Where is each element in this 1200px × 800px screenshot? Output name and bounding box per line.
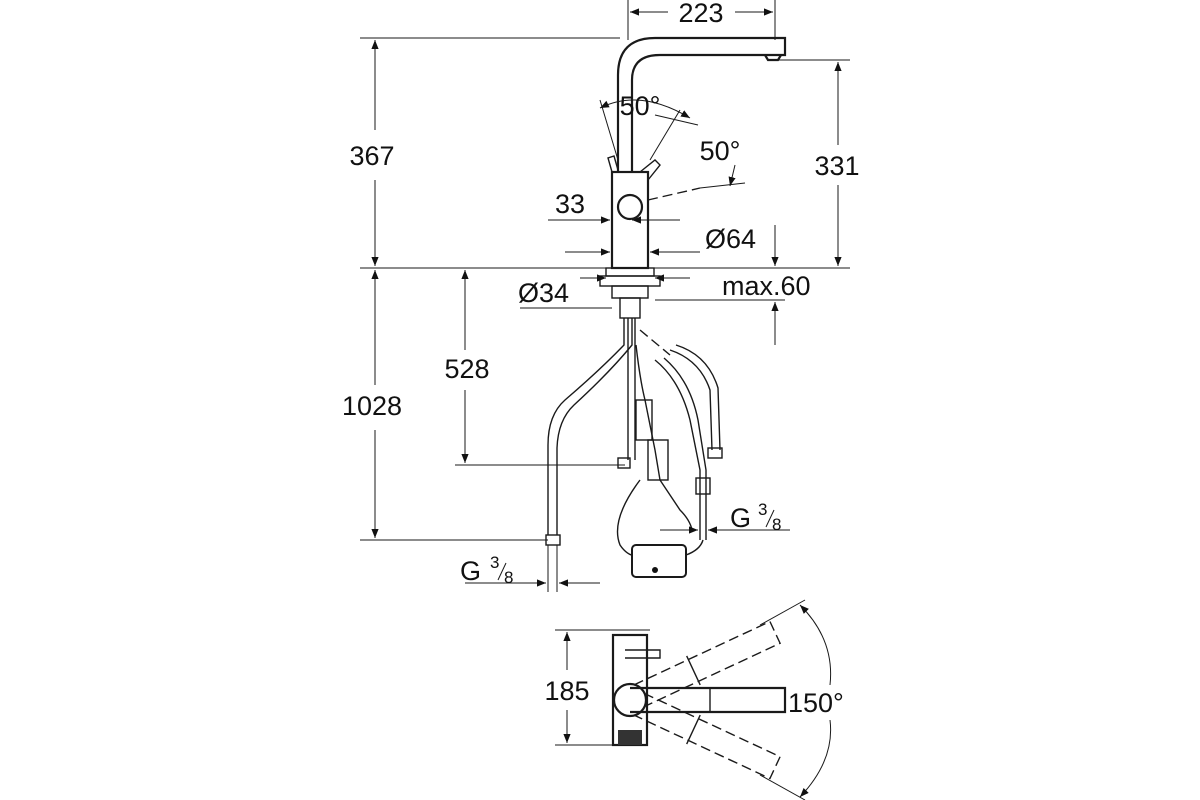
label-1028: 1028 [342,391,402,421]
label-lever-angle-front: 50° [620,91,661,121]
label-223: 223 [678,0,723,28]
faucet-top-view: 185 150° [544,599,844,800]
thread-g: G [730,503,751,533]
thread-num: 3 [758,500,767,519]
label-lever-angle-side: 50° [700,136,741,166]
dimension-spout-reach: 223 [627,0,776,40]
label-528: 528 [444,354,489,384]
thread-g: G [460,556,481,586]
hoses [545,318,723,592]
faucet-side-view: 50° 50° 33 Ø64 Ø34 max.60 [518,36,811,345]
dimension-total-height: 367 [349,37,850,269]
label-367: 367 [349,141,394,171]
label-185: 185 [544,676,589,706]
label-swivel-angle: 150° [788,688,844,718]
connection-label-left: G 3 8 [460,553,600,587]
label-max-thickness: max.60 [722,271,811,301]
thread-num: 3 [490,553,499,572]
thread-den: 8 [504,568,513,587]
label-body-diameter: Ø64 [705,224,756,254]
thread-den: 8 [772,515,781,534]
connection-label-right: G 3 8 [660,500,790,534]
label-331: 331 [814,151,859,181]
dimension-hose-lengths: 1028 528 [342,270,625,541]
label-hole-diameter: Ø34 [518,278,569,308]
dimension-spout-height: 331 [778,59,860,266]
label-33: 33 [555,189,585,219]
